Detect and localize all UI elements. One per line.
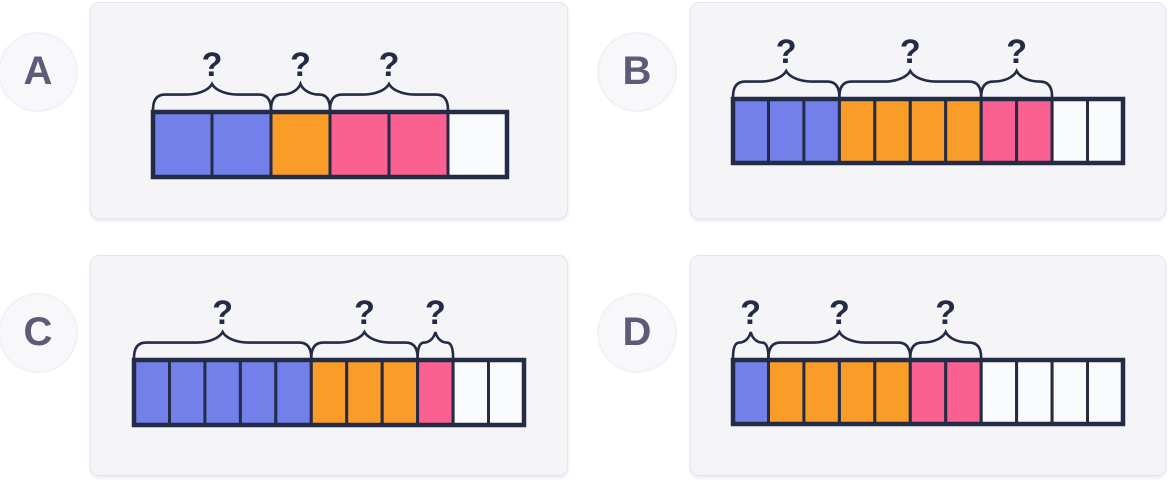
bar-cell-orange bbox=[309, 358, 349, 427]
brace-icon bbox=[309, 329, 419, 360]
bar-cell-orange bbox=[767, 358, 806, 426]
bar-cell-pink bbox=[944, 358, 983, 426]
brace-icon bbox=[328, 81, 450, 112]
bar-cell-empty bbox=[1050, 358, 1090, 426]
option-letter: A bbox=[23, 49, 53, 93]
question-mark-label: ? bbox=[354, 294, 375, 332]
bar-cell-pink bbox=[908, 358, 948, 426]
bar-cell-empty bbox=[979, 358, 1019, 426]
bar-cell-empty bbox=[1086, 358, 1125, 426]
bar-outline bbox=[131, 357, 527, 428]
question-mark-label: ? bbox=[202, 46, 223, 84]
bar-cell-orange bbox=[908, 97, 948, 165]
brace-icon bbox=[838, 68, 983, 99]
question-mark-label: ? bbox=[1006, 33, 1027, 71]
question-mark-label: ? bbox=[425, 294, 446, 332]
bar-cell-orange bbox=[345, 358, 384, 427]
bar-outline bbox=[730, 96, 1126, 166]
bar-cell-empty bbox=[1015, 358, 1054, 426]
question-mark-label: ? bbox=[776, 33, 797, 71]
question-mark-label: ? bbox=[829, 294, 850, 332]
bar-cell-blue bbox=[203, 358, 242, 427]
bar-cell-pink bbox=[416, 358, 455, 427]
brace-icon bbox=[416, 331, 455, 360]
bar-cell-blue bbox=[238, 358, 278, 427]
question-mark-label: ? bbox=[290, 46, 311, 84]
bar-outline bbox=[730, 357, 1126, 427]
bar-cell-pink bbox=[387, 110, 450, 179]
bar-cell-blue bbox=[274, 358, 313, 427]
bar-cell-blue bbox=[210, 110, 273, 179]
brace-icon bbox=[731, 331, 770, 360]
brace-icon bbox=[908, 329, 983, 360]
bar-cell-pink bbox=[328, 110, 391, 179]
brace-icon bbox=[132, 329, 313, 360]
bar-cell-blue bbox=[767, 97, 806, 165]
brace-icon bbox=[269, 80, 332, 112]
bar-cell-orange bbox=[944, 97, 983, 165]
bar-cell-blue bbox=[802, 97, 841, 165]
bar-cell-blue bbox=[132, 358, 171, 427]
bar-cell-blue bbox=[151, 110, 214, 179]
option-badge-A: A bbox=[0, 34, 76, 110]
bar-cell-orange bbox=[269, 110, 332, 179]
option-letter: C bbox=[23, 310, 53, 354]
option-badge-C: C bbox=[0, 295, 76, 371]
bar-cell-empty bbox=[451, 358, 491, 427]
bar-cell-orange bbox=[837, 358, 877, 426]
brace-icon bbox=[767, 329, 912, 360]
bar-cell-empty bbox=[487, 358, 526, 427]
bar-cell-empty bbox=[1086, 97, 1125, 165]
bar-cell-orange bbox=[380, 358, 420, 427]
question-mark-label: ? bbox=[900, 33, 921, 71]
option-letter: D bbox=[622, 310, 652, 354]
bar-outline bbox=[150, 109, 510, 180]
question-mark-label: ? bbox=[935, 294, 956, 332]
question-mark-label: ? bbox=[740, 294, 761, 332]
bar-cell-orange bbox=[837, 97, 877, 165]
brace-icon bbox=[731, 68, 841, 99]
bar-cell-orange bbox=[802, 358, 841, 426]
brace-icon bbox=[151, 81, 273, 112]
bar-cell-pink bbox=[1015, 97, 1054, 165]
bar-cell-blue bbox=[731, 97, 770, 165]
bar-cell-blue bbox=[731, 358, 770, 426]
question-mark-label: ? bbox=[212, 294, 233, 332]
question-mark-label: ? bbox=[379, 46, 400, 84]
bar-cell-empty bbox=[446, 110, 509, 179]
bar-cell-orange bbox=[873, 97, 912, 165]
option-letter: B bbox=[622, 49, 652, 93]
bar-cell-orange bbox=[873, 358, 912, 426]
bar-cell-empty bbox=[1050, 97, 1090, 165]
brace-icon bbox=[979, 68, 1054, 99]
option-badge-B: B bbox=[599, 34, 675, 110]
bar-cell-pink bbox=[979, 97, 1019, 165]
bar-cell-blue bbox=[168, 358, 207, 427]
option-badge-D: D bbox=[599, 295, 675, 371]
